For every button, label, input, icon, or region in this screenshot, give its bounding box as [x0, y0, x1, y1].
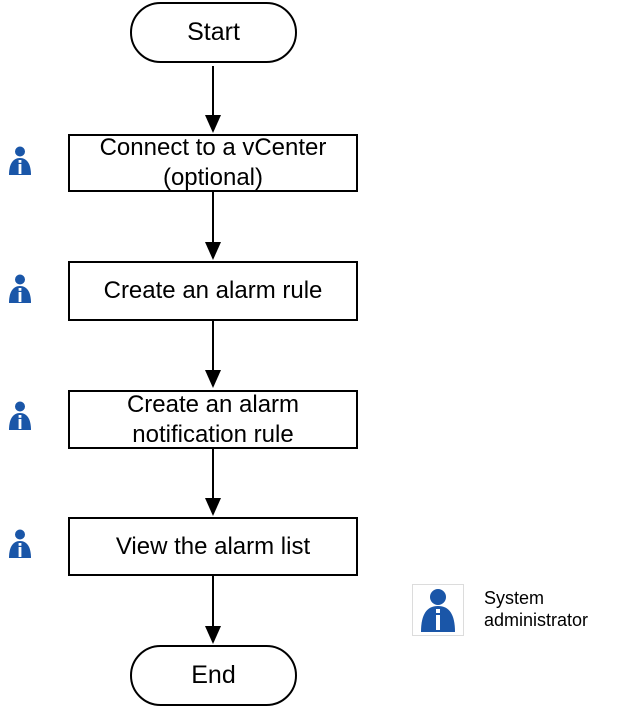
- step-create-notification-rule: Create an alarm notification rule: [68, 390, 358, 449]
- step-create-notification-rule-line1: Create an alarm: [126, 390, 300, 418]
- system-administrator-icon: [9, 529, 31, 558]
- end-label: End: [191, 661, 236, 689]
- step-create-alarm-rule: Create an alarm rule: [68, 261, 358, 321]
- legend-label-line1: System: [484, 588, 545, 608]
- step-create-notification-rule-line2: notification rule: [132, 420, 294, 448]
- step-create-alarm-rule-label: Create an alarm rule: [103, 277, 323, 304]
- system-administrator-icon: [9, 146, 31, 175]
- system-administrator-icon: [412, 584, 464, 636]
- step-view-alarm-list-label: View the alarm list: [115, 532, 311, 560]
- system-administrator-icon: [9, 274, 31, 303]
- start-label: Start: [187, 18, 240, 46]
- legend-label: System administrator: [484, 587, 588, 631]
- step-connect-vcenter-line2: (optional): [162, 164, 264, 191]
- end-node: End: [130, 645, 297, 706]
- step-connect-vcenter: Connect to a vCenter (optional): [68, 134, 358, 192]
- start-node: Start: [130, 2, 297, 63]
- step-connect-vcenter-line1: Connect to a vCenter: [99, 134, 327, 161]
- legend-system-administrator-icon: [412, 584, 464, 636]
- step-view-alarm-list: View the alarm list: [68, 517, 358, 576]
- system-administrator-icon: [9, 401, 31, 430]
- legend-label-line2: administrator: [484, 610, 589, 630]
